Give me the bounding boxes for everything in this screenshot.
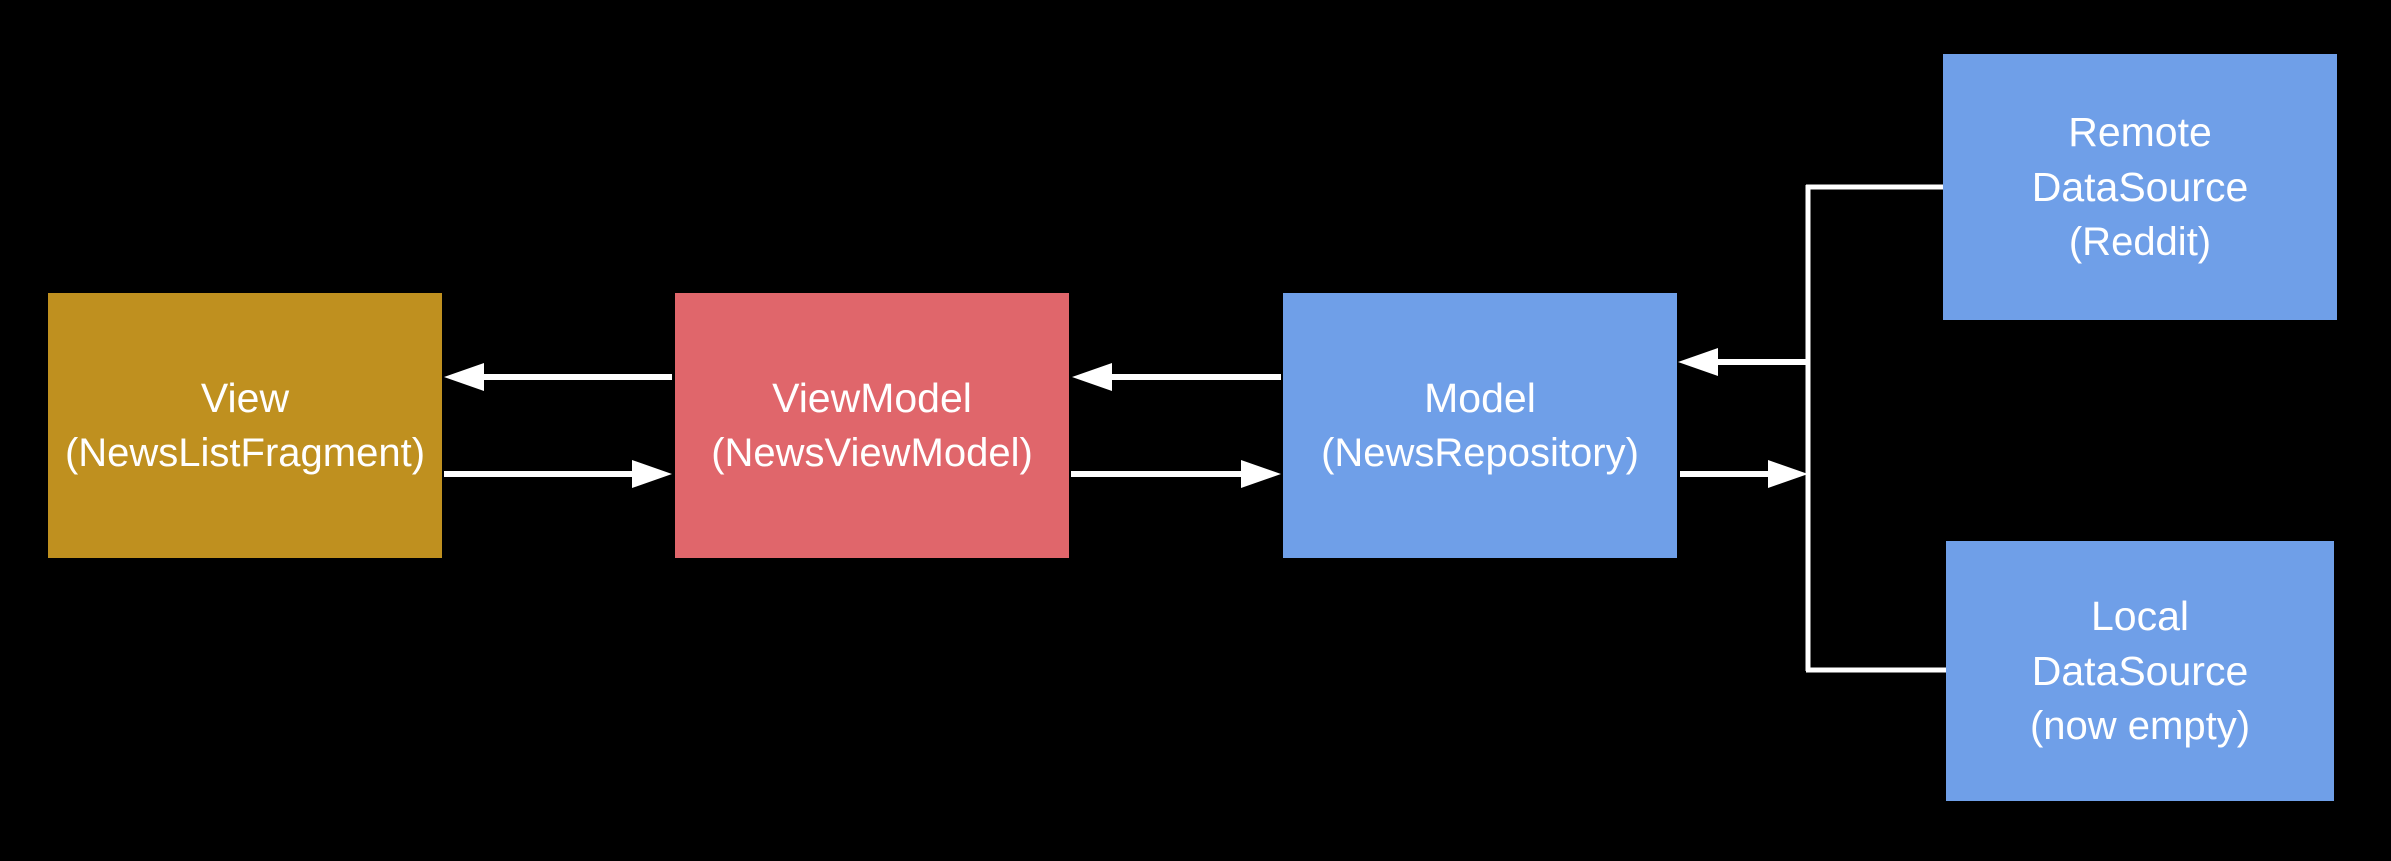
model-title: Model xyxy=(1424,374,1536,421)
remote-datasource-line1: Remote xyxy=(2068,108,2212,155)
arrow-viewmodel-to-view xyxy=(444,363,672,391)
viewmodel-subtitle: (NewsViewModel) xyxy=(711,430,1033,475)
arrow-viewmodel-to-model xyxy=(1071,460,1281,488)
view-title: View xyxy=(200,374,290,421)
local-datasource-line2: DataSource xyxy=(2031,647,2249,694)
arrow-model-to-viewmodel xyxy=(1072,363,1281,391)
local-datasource-line1: Local xyxy=(2090,592,2189,639)
remote-datasource-line2: DataSource xyxy=(2031,163,2249,210)
model-subtitle: (NewsRepository) xyxy=(1321,430,1639,475)
remote-datasource-box: Remote DataSource (Reddit) xyxy=(1943,54,2337,320)
arrow-model-to-datasources xyxy=(1680,460,1808,488)
local-datasource-box: Local DataSource (now empty) xyxy=(1946,541,2334,801)
arrow-datasources-to-model xyxy=(1678,348,1808,376)
remote-datasource-subtitle: (Reddit) xyxy=(2068,219,2212,264)
view-subtitle: (NewsListFragment) xyxy=(64,430,426,475)
arrow-view-to-viewmodel xyxy=(444,460,672,488)
local-datasource-subtitle: (now empty) xyxy=(2029,703,2251,748)
viewmodel-title: ViewModel xyxy=(772,374,972,421)
datasource-bracket xyxy=(1805,184,1946,673)
model-box: Model (NewsRepository) xyxy=(1283,293,1677,558)
view-box: View (NewsListFragment) xyxy=(48,293,442,558)
viewmodel-box: ViewModel (NewsViewModel) xyxy=(675,293,1069,558)
